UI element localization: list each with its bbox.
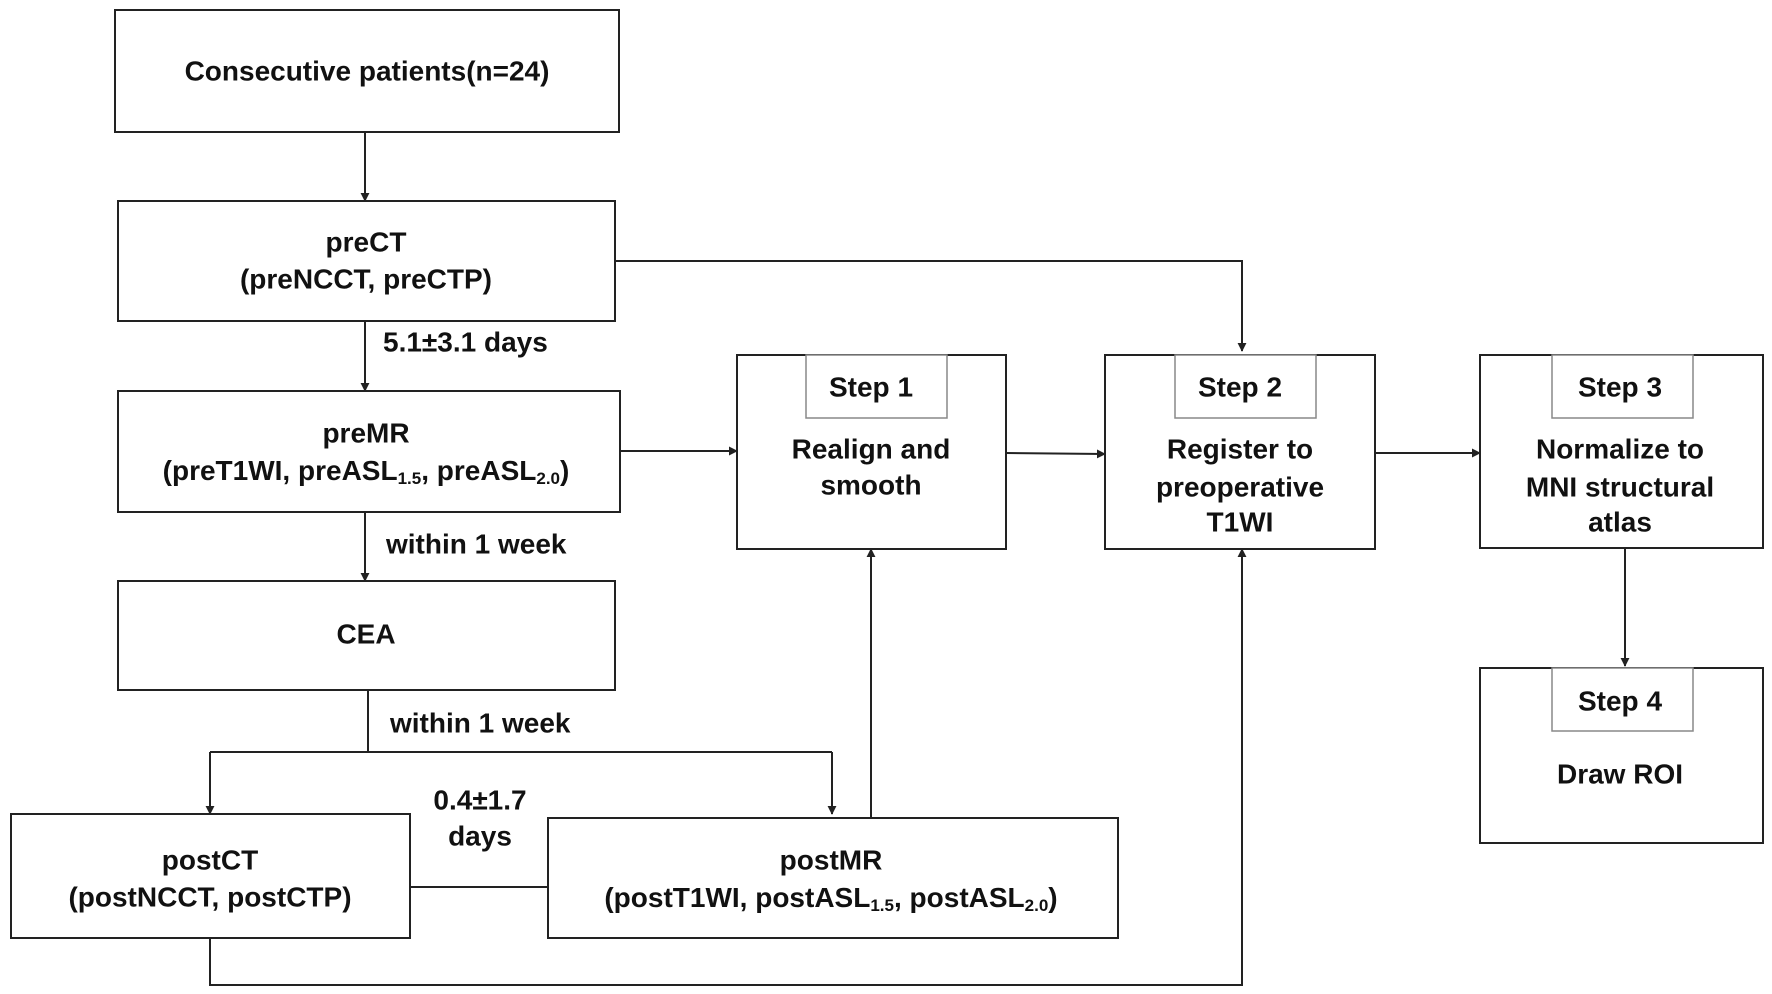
label-part: ) — [560, 455, 569, 486]
node-label-line1: Realign and — [792, 433, 951, 464]
label-part: ) — [1048, 882, 1057, 913]
node-step2: Step 2 Register to preoperative T1WI — [1104, 354, 1376, 550]
node-box — [117, 200, 616, 322]
step-tab-label: Step 3 — [1578, 371, 1662, 402]
node-box — [547, 817, 1119, 939]
step-tab-label: Step 2 — [1198, 371, 1282, 402]
subscript: 1.5 — [870, 896, 894, 915]
node-label-line2: (preNCCT, preCTP) — [240, 263, 492, 294]
edges — [205, 132, 1630, 986]
node-label-line2: preoperative — [1156, 471, 1324, 502]
edge-label-cea-post: within 1 week — [389, 707, 571, 738]
label-part: , preASL — [421, 455, 536, 486]
step-tab — [1551, 354, 1694, 419]
node-step1: Step 1 Realign and smooth — [736, 354, 1007, 550]
edge-label-post-gap-line2: days — [448, 820, 512, 851]
node-box — [10, 813, 411, 939]
edge-step1-to-step2 — [1005, 449, 1106, 459]
node-label-line1: postCT — [162, 844, 258, 875]
node-label-line1: preMR — [322, 417, 409, 448]
step-tab — [805, 354, 948, 419]
node-box — [117, 580, 616, 691]
node-label-line2: smooth — [820, 469, 921, 500]
node-label-line1: Normalize to — [1536, 433, 1704, 464]
label-part: (preT1WI, preASL — [163, 455, 398, 486]
step-tab — [1551, 667, 1694, 732]
edge-label-post-gap-line1: 0.4±1.7 — [433, 784, 526, 815]
node-premr: preMR (preT1WI, preASL1.5, preASL2.0) — [117, 390, 621, 513]
node-consecutive-patients: Consecutive patients(n=24) — [114, 9, 620, 133]
edge-prect-to-step2 — [615, 260, 1247, 352]
node-label-line2: (postT1WI, postASL1.5, postASL2.0) — [604, 882, 1057, 915]
node-box — [114, 9, 620, 133]
node-label-line3: atlas — [1588, 506, 1652, 537]
node-label-line2: (postNCCT, postCTP) — [68, 881, 351, 912]
node-label-line3: T1WI — [1207, 506, 1274, 537]
edge-postct-to-step2 — [209, 548, 1247, 986]
node-postmr: postMR (postT1WI, postASL1.5, postASL2.0… — [547, 817, 1119, 939]
node-label-line1: preCT — [326, 226, 407, 257]
label-part: (postT1WI, postASL — [604, 882, 870, 913]
node-label-line1: postMR — [780, 844, 883, 875]
node-step4: Step 4 Draw ROI — [1479, 667, 1764, 844]
step-tab — [1174, 354, 1317, 419]
node-postct: postCT (postNCCT, postCTP) — [10, 813, 411, 939]
subscript: 2.0 — [536, 469, 560, 488]
node-step3: Step 3 Normalize to MNI structural atlas — [1479, 354, 1764, 549]
node-label: CEA — [336, 618, 395, 649]
edge-label-premr-cea: within 1 week — [385, 528, 567, 559]
node-label-line1: Draw ROI — [1557, 758, 1683, 789]
subscript: 2.0 — [1025, 896, 1049, 915]
subscript: 1.5 — [398, 469, 422, 488]
node-cea: CEA — [117, 580, 616, 691]
node-box — [117, 390, 621, 513]
step-tab-label: Step 1 — [829, 371, 913, 402]
label-part: , postASL — [894, 882, 1025, 913]
node-label-line2: MNI structural — [1526, 471, 1714, 502]
node-label: Consecutive patients(n=24) — [185, 55, 550, 86]
node-label-line1: Register to — [1167, 433, 1313, 464]
node-label-line2: (preT1WI, preASL1.5, preASL2.0) — [163, 455, 570, 488]
node-prect: preCT (preNCCT, preCTP) — [117, 200, 616, 322]
edge-labels: 5.1±3.1 days within 1 week within 1 week… — [383, 326, 571, 851]
step-tab-label: Step 4 — [1578, 685, 1662, 716]
edge-label-prect-premr: 5.1±3.1 days — [383, 326, 548, 357]
